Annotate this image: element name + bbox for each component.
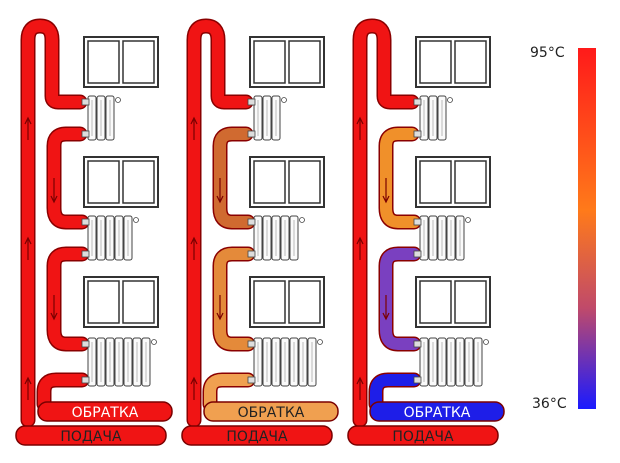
- window: [415, 276, 491, 328]
- flow-arrow-head-icon: [190, 236, 198, 245]
- valve-icon: [81, 218, 90, 226]
- loop-pipe-2: [48, 248, 88, 350]
- air-vent-icon: [317, 339, 323, 345]
- flow-arrow-head-icon: [216, 195, 224, 204]
- air-vent-icon: [299, 217, 305, 223]
- temperature-scale-bar: [578, 48, 596, 409]
- valve-icon: [247, 98, 256, 106]
- flow-arrow-head-icon: [24, 376, 32, 385]
- window: [415, 156, 491, 208]
- flow-arrow-head-icon: [356, 236, 364, 245]
- valve-icon: [81, 376, 90, 384]
- radiator: [81, 95, 121, 141]
- supply-pipe-label: ПОДАЧА: [60, 429, 122, 445]
- valve-icon: [81, 98, 90, 106]
- radiator: [81, 337, 157, 387]
- loop-pipe-3: [204, 374, 254, 410]
- loop-pipe-1: [48, 128, 88, 228]
- return-pipe-label: ОБРАТКА: [238, 405, 305, 421]
- loop-pipe-3: [370, 374, 420, 410]
- valve-icon: [81, 250, 90, 258]
- riser-column-2: ОБРАТКА ПОДАЧА: [181, 18, 339, 446]
- return-pipe: [369, 401, 505, 422]
- return-pipe-label: ОБРАТКА: [72, 405, 139, 421]
- supply-pipe-label: ПОДАЧА: [392, 429, 454, 445]
- flow-arrow-head-icon: [24, 116, 32, 125]
- valve-icon: [247, 340, 256, 348]
- valve-icon: [81, 130, 90, 138]
- valve-icon: [413, 250, 422, 258]
- riser-column-3: ОБРАТКА ПОДАЧА: [347, 18, 505, 446]
- window: [83, 36, 159, 88]
- radiator: [81, 215, 139, 261]
- flow-arrow-head-icon: [50, 195, 58, 204]
- air-vent-icon: [483, 339, 489, 345]
- window: [249, 156, 325, 208]
- window: [249, 36, 325, 88]
- flow-arrow-head-icon: [356, 376, 364, 385]
- loop-pipe-2: [214, 248, 254, 350]
- air-vent-icon: [133, 217, 139, 223]
- return-pipe-label: ОБРАТКА: [404, 405, 471, 421]
- riser-column-1: ОБРАТКА ПОДАЧА: [15, 18, 173, 446]
- window: [83, 156, 159, 208]
- radiator: [247, 215, 305, 261]
- window: [83, 276, 159, 328]
- radiator: [413, 215, 471, 261]
- radiator: [413, 337, 489, 387]
- valve-icon: [247, 376, 256, 384]
- supply-riser-pipe: [354, 20, 418, 426]
- valve-icon: [247, 130, 256, 138]
- valve-icon: [413, 98, 422, 106]
- valve-icon: [413, 376, 422, 384]
- supply-pipe: [15, 425, 167, 446]
- radiator: [247, 337, 323, 387]
- flow-arrow-head-icon: [216, 312, 224, 321]
- loop-pipe-3: [38, 374, 88, 410]
- loop-pipe-1: [380, 128, 420, 228]
- flow-arrow-head-icon: [382, 195, 390, 204]
- valve-icon: [413, 130, 422, 138]
- air-vent-icon: [281, 97, 287, 103]
- flow-arrow-head-icon: [24, 236, 32, 245]
- flow-arrow-head-icon: [382, 312, 390, 321]
- valve-icon: [247, 218, 256, 226]
- window: [415, 36, 491, 88]
- loop-pipe-1: [214, 128, 254, 228]
- radiator: [413, 95, 453, 141]
- supply-pipe-label: ПОДАЧА: [226, 429, 288, 445]
- return-pipe: [203, 401, 339, 422]
- radiator: [247, 95, 287, 141]
- supply-riser-pipe: [188, 20, 252, 426]
- air-vent-icon: [447, 97, 453, 103]
- valve-icon: [81, 340, 90, 348]
- valve-icon: [413, 340, 422, 348]
- flow-arrow-head-icon: [356, 116, 364, 125]
- flow-arrow-head-icon: [50, 312, 58, 321]
- valve-icon: [247, 250, 256, 258]
- supply-pipe: [347, 425, 499, 446]
- scale-max-label: 95°С: [530, 45, 565, 61]
- valve-icon: [413, 218, 422, 226]
- air-vent-icon: [115, 97, 121, 103]
- air-vent-icon: [465, 217, 471, 223]
- supply-riser-pipe: [22, 20, 86, 426]
- window: [249, 276, 325, 328]
- air-vent-icon: [151, 339, 157, 345]
- flow-arrow-head-icon: [190, 116, 198, 125]
- supply-pipe: [181, 425, 333, 446]
- return-pipe: [37, 401, 173, 422]
- scale-min-label: 36°С: [532, 396, 567, 412]
- loop-pipe-2: [380, 248, 420, 350]
- flow-arrow-head-icon: [190, 376, 198, 385]
